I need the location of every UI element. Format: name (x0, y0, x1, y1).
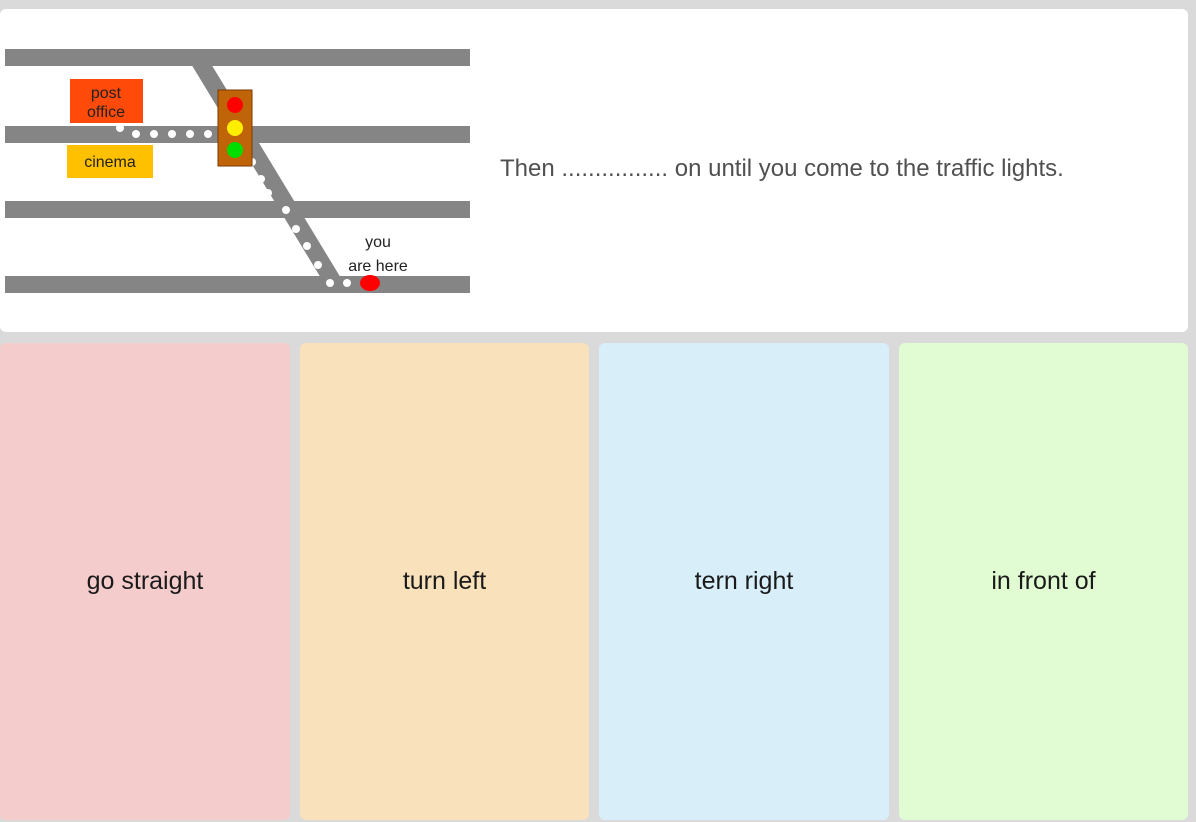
post-office-box (70, 79, 143, 123)
answer-tile-turn-left[interactable]: turn left (300, 343, 589, 820)
you-are-here-marker (360, 275, 380, 291)
road-third (5, 201, 470, 218)
road-top (5, 49, 470, 66)
traffic-light-red (227, 97, 243, 113)
traffic-light-green (227, 142, 243, 158)
you-are-here-line1: you (365, 234, 391, 251)
you-are-here-line2: are here (348, 258, 408, 275)
route-dots (116, 124, 351, 287)
answer-tile-tern-right[interactable]: tern right (599, 343, 889, 820)
cinema-box (67, 145, 153, 178)
answer-label: go straight (86, 567, 204, 595)
answer-label: turn left (402, 567, 487, 595)
answer-tile-go-straight[interactable]: go straight (0, 343, 290, 820)
question-text: Then ................ on until you come … (500, 155, 1064, 182)
post-office-label-line2: office (87, 104, 125, 121)
road-bottom (5, 276, 470, 293)
answer-label: in front of (991, 567, 1096, 595)
directions-map: post office cinema you are here (5, 49, 470, 293)
question-card: post office cinema you are here Then ...… (0, 9, 1188, 332)
answer-label: tern right (694, 567, 794, 595)
cinema-label: cinema (84, 154, 136, 171)
post-office-label-line1: post (91, 85, 122, 102)
answer-options: go straight turn left tern right in fron… (0, 343, 1188, 822)
traffic-light-yellow (227, 120, 243, 136)
answer-tile-in-front-of[interactable]: in front of (899, 343, 1188, 820)
